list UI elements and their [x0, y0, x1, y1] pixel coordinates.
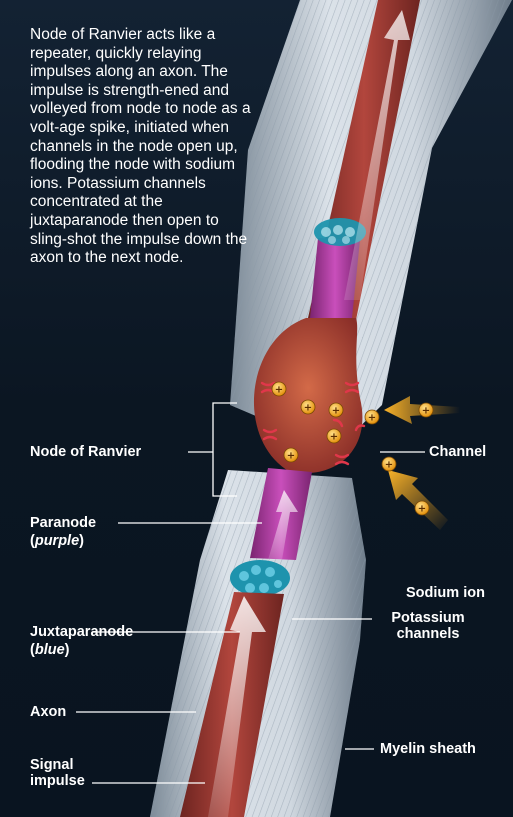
sodium-ion: +	[301, 400, 315, 414]
ion-plus-sign: +	[385, 460, 393, 471]
label-axon: Axon	[30, 704, 66, 720]
sodium-ion: +	[329, 403, 343, 417]
label-signal-impulse: Signal impulse	[30, 757, 85, 789]
label-node-of-ranvier: Node of Ranvier	[30, 444, 141, 460]
label-paranode: Paranode	[30, 515, 96, 531]
ion-plus-sign: +	[330, 432, 338, 443]
label-myelin-sheath: Myelin sheath	[380, 741, 476, 757]
label-juxtaparanode: Juxtaparanode	[30, 624, 133, 640]
label-sodium-ion: Sodium ion	[406, 585, 485, 601]
label-potassium-line2: channels	[376, 626, 480, 642]
paren-close: )	[65, 642, 70, 658]
ion-plus-sign: +	[418, 504, 426, 515]
label-potassium-line1: Potassium	[376, 610, 480, 626]
description-text: Node of Ranvier acts like a repeater, qu…	[30, 26, 260, 268]
label-juxtaparanode-color: (blue)	[30, 642, 70, 658]
sodium-ion: +	[365, 410, 379, 424]
ion-plus-sign: +	[332, 406, 340, 417]
label-potassium-channels: Potassium channels	[376, 610, 480, 642]
label-signal-line1: Signal	[30, 757, 85, 773]
ion-plus-sign: +	[275, 385, 283, 396]
paren-close: )	[79, 533, 84, 549]
label-signal-line2: impulse	[30, 773, 85, 789]
ion-plus-sign: +	[422, 406, 430, 417]
ion-plus-sign: +	[368, 413, 376, 424]
juxtaparanode-color-word: blue	[35, 642, 65, 658]
label-channel: Channel	[429, 444, 486, 460]
sodium-ion: +	[272, 382, 286, 396]
juxtaparanode-lower	[230, 560, 290, 596]
sodium-ion: +	[327, 429, 341, 443]
ion-plus-sign: +	[287, 451, 295, 462]
label-paranode-color: (purple)	[30, 533, 84, 549]
ion-plus-sign: +	[304, 403, 312, 414]
paranode-color-word: purple	[35, 533, 79, 549]
sodium-ion: +	[284, 448, 298, 462]
sodium-ion: +	[419, 403, 433, 417]
sodium-ion: +	[382, 457, 396, 471]
sodium-ion: +	[415, 501, 429, 515]
